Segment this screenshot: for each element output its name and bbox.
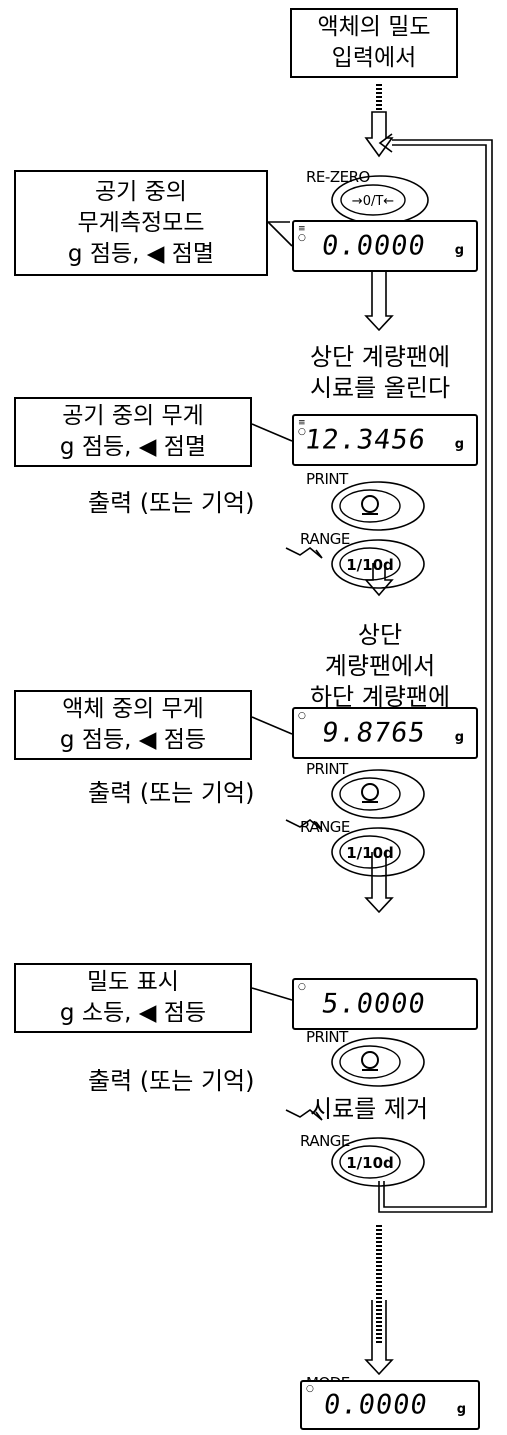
stability-indicator: ≡○ [298, 224, 306, 243]
rezero-key-text: →0/T← [352, 194, 394, 209]
range-button-1[interactable]: 1/10d [320, 536, 440, 596]
output-text-1: 출력 (또는 기억) [88, 489, 255, 517]
step4-note-line2: g 소등, ◀ 점등 [59, 1000, 207, 1026]
display-2-unit: g [454, 437, 464, 452]
range-key-text-1: 1/10d [346, 556, 394, 574]
step1-note-line2: 무게측정모드 [77, 209, 205, 236]
range-label-2: RANGE [300, 818, 350, 836]
print-button-3[interactable] [320, 1034, 440, 1094]
instruction-move-line3: 하단 계량팬에 [309, 683, 451, 711]
display-3-value: 9.8765 [320, 717, 429, 749]
step2-note-box: 공기 중의 무게 g 점등, ◀ 점멸 [14, 397, 252, 467]
display-final: ○ 0.0000 g [300, 1380, 480, 1430]
instruction-move: 상단 계량팬에서 하단 계량팬에 [290, 620, 470, 713]
print-button-1[interactable] [320, 478, 440, 538]
output-zigzag-2 [285, 818, 323, 831]
stability-indicator: ≡○ [298, 418, 306, 437]
display-final-value: 0.0000 [322, 1389, 431, 1421]
display-1-unit: g [454, 243, 464, 258]
range-label-3: RANGE [300, 1132, 350, 1150]
step1-note-line3: g 점등, ◀ 점멸 [67, 240, 215, 267]
start-box-line2: 입력에서 [331, 45, 417, 71]
instruction-remove: 시료를 제거 [310, 1095, 429, 1123]
print-label-1: PRINT [306, 470, 348, 488]
instruction-upper: 상단 계량팬에 시료를 올린다 [290, 342, 470, 404]
output-text-3: 출력 (또는 기억) [88, 1067, 255, 1095]
loop-back-outer [383, 144, 487, 1208]
step4-note-box: 밀도 표시 g 소등, ◀ 점등 [14, 963, 252, 1033]
start-box: 액체의 밀도 입력에서 [290, 8, 458, 78]
display-2-value: 12.3456 [303, 424, 429, 456]
range-key-text-3: 1/10d [346, 1154, 394, 1172]
step3-note-line1: 액체 중의 무게 [62, 696, 204, 722]
display-1-value: 0.0000 [320, 230, 429, 262]
display-2: ≡○ 12.3456 g [292, 414, 478, 466]
arrow-4 [364, 1300, 394, 1376]
instruction-move-line2: 계량팬에서 [324, 652, 436, 680]
step2-note-line1: 공기 중의 무게 [62, 403, 204, 429]
start-box-line1: 액체의 밀도 [317, 14, 431, 40]
callout-3 [251, 716, 293, 735]
range-button-3[interactable]: 1/10d [320, 1134, 440, 1194]
display-3-unit: g [454, 730, 464, 745]
range-key-text-2: 1/10d [346, 844, 394, 862]
print-label-2: PRINT [306, 760, 348, 778]
stability-indicator: ○ [298, 711, 306, 721]
step3-note-box: 액체 중의 무게 g 점등, ◀ 점등 [14, 690, 252, 760]
output-text-2: 출력 (또는 기억) [88, 779, 255, 807]
display-final-unit: g [456, 1402, 466, 1417]
stability-indicator: ○ [298, 982, 306, 992]
display-3: ○ 9.8765 g [292, 707, 478, 759]
step4-note-line1: 밀도 표시 [87, 969, 179, 995]
callout-1b [267, 221, 293, 247]
step2-note-line2: g 점등, ◀ 점멸 [59, 434, 207, 460]
callout-2 [251, 423, 293, 442]
loop-back-inner [378, 139, 493, 1213]
print-button-2[interactable] [320, 766, 440, 826]
range-button-2[interactable]: 1/10d [320, 824, 440, 884]
loop-back-arrowhead [378, 133, 393, 153]
instruction-move-line1: 상단 [357, 621, 403, 649]
step1-note-line1: 공기 중의 [95, 178, 187, 205]
display-1: ≡○ 0.0000 g [292, 220, 478, 272]
callout-4 [251, 987, 293, 1001]
step1-note-box: 공기 중의 무게측정모드 g 점등, ◀ 점멸 [14, 170, 268, 276]
rezero-label: RE-ZERO [306, 168, 370, 186]
step3-note-line2: g 점등, ◀ 점등 [59, 727, 207, 753]
stability-indicator: ○ [306, 1384, 314, 1394]
instruction-upper-line1: 상단 계량팬에 [309, 343, 451, 371]
display-4: ○ 5.0000 [292, 978, 478, 1030]
arrow-3 [364, 852, 394, 914]
output-zigzag-3 [285, 1108, 323, 1121]
output-zigzag-1 [285, 546, 323, 559]
range-label-1: RANGE [300, 530, 350, 548]
display-4-value: 5.0000 [320, 988, 429, 1020]
arrow-1 [364, 272, 394, 332]
print-label-3: PRINT [306, 1028, 348, 1046]
instruction-upper-line2: 시료를 올린다 [309, 374, 451, 402]
